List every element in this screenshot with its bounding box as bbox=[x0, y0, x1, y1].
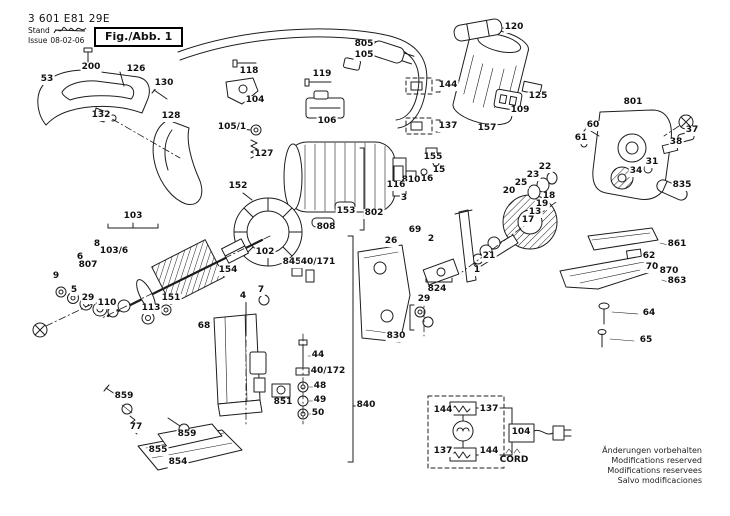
stand-label: Stand bbox=[28, 26, 50, 35]
legal-notes: Änderungen vorbehalten Modifications res… bbox=[602, 446, 702, 486]
footer-line-en: Modifications reserved bbox=[611, 456, 702, 465]
header: 3 601 E81 29E Stand Issue 08-02-06 bbox=[28, 13, 110, 45]
issue-date: 08-02-06 bbox=[50, 36, 85, 45]
stand-date-scribble bbox=[53, 26, 87, 34]
footer-line-de: Änderungen vorbehalten bbox=[602, 446, 702, 455]
footer-line-fr: Modifications reservees bbox=[607, 466, 702, 475]
footer-line-es: Salvo modificaciones bbox=[617, 476, 702, 485]
document-number: 3 601 E81 29E bbox=[28, 13, 110, 25]
figure-label: Fig./Abb. 1 bbox=[94, 27, 184, 47]
issue-label: Issue bbox=[28, 36, 48, 45]
